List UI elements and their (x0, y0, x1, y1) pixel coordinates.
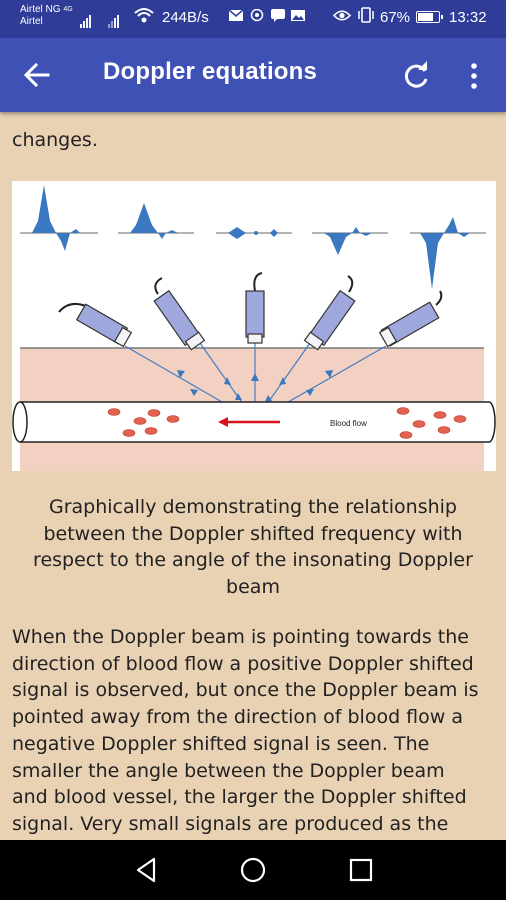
body-line: direction of blood flow a positive Doppl… (12, 652, 474, 675)
refresh-icon[interactable] (398, 58, 434, 94)
beam-arrowheads (177, 370, 333, 402)
paragraph-tail: changes. (12, 129, 98, 151)
mail-icon (229, 9, 243, 21)
waveform-weak-negative (312, 227, 388, 255)
clock: 13:32 (449, 9, 487, 26)
more-vert-icon[interactable] (462, 58, 486, 94)
doppler-angle-figure: Blood flow (12, 181, 496, 471)
body-line: negative Doppler shifted signal is seen.… (12, 732, 430, 755)
body-paragraph: When the Doppler beam is pointing toward… (12, 624, 500, 838)
waveform-strong-negative (410, 217, 486, 289)
wifi-icon (134, 8, 154, 23)
status-bar: Airtel NG 4G Airtel 244B/s 67% 13:32 (0, 0, 506, 38)
signal-icon (80, 10, 92, 28)
triangle-back-icon[interactable] (130, 854, 162, 886)
vibrate-icon (358, 7, 374, 23)
carrier-primary: Airtel NG (20, 4, 61, 15)
message-icon (271, 9, 285, 22)
battery-percent: 67% (380, 9, 411, 26)
doppler-probe-2 (153, 277, 206, 351)
doppler-diagram: Blood flow (12, 185, 496, 471)
blood-cells (107, 407, 467, 439)
square-recents-icon[interactable] (345, 854, 377, 886)
body-line: and blood vessel, the larger the Doppler… (12, 786, 467, 809)
signal-icon (108, 10, 120, 28)
waveform-strong-positive (20, 185, 98, 251)
circle-home-icon[interactable] (237, 854, 269, 886)
article-content[interactable]: changes. (0, 112, 506, 840)
doppler-probe-3 (245, 272, 265, 344)
network-type: 4G (63, 6, 73, 13)
battery-fill (418, 13, 433, 21)
waveform-perpendicular (216, 227, 292, 239)
body-line: signal. Very small signals are produced … (12, 812, 449, 835)
eye-icon (333, 10, 351, 21)
battery-icon (416, 11, 443, 23)
blood-flow-label: Blood flow (330, 419, 367, 428)
carrier-secondary: Airtel (20, 16, 43, 27)
arrow-left-icon[interactable] (18, 55, 58, 95)
hotspot-icon (250, 9, 264, 22)
image-icon (291, 10, 305, 21)
waveform-weak-positive (118, 203, 194, 239)
carrier-info: Airtel NG 4G Airtel (20, 4, 73, 28)
doppler-probe-5 (378, 290, 443, 348)
figure-caption: Graphically demonstrating the relationsh… (33, 496, 473, 599)
body-line: pointed away from the direction of blood… (12, 706, 463, 729)
system-nav-bar (0, 840, 506, 900)
body-line: signal is observed, but once the Doppler… (12, 679, 479, 702)
doppler-probe-1 (58, 302, 133, 348)
blood-flow-arrow (218, 417, 280, 427)
doppler-probe-4 (303, 275, 356, 351)
body-line: When the Doppler beam is pointing toward… (12, 626, 469, 648)
network-speed: 244B/s (162, 9, 209, 26)
page-title: Doppler equations (103, 58, 318, 85)
body-line: smaller the angle between the Doppler be… (12, 759, 445, 782)
app-bar: Doppler equations (0, 38, 506, 112)
